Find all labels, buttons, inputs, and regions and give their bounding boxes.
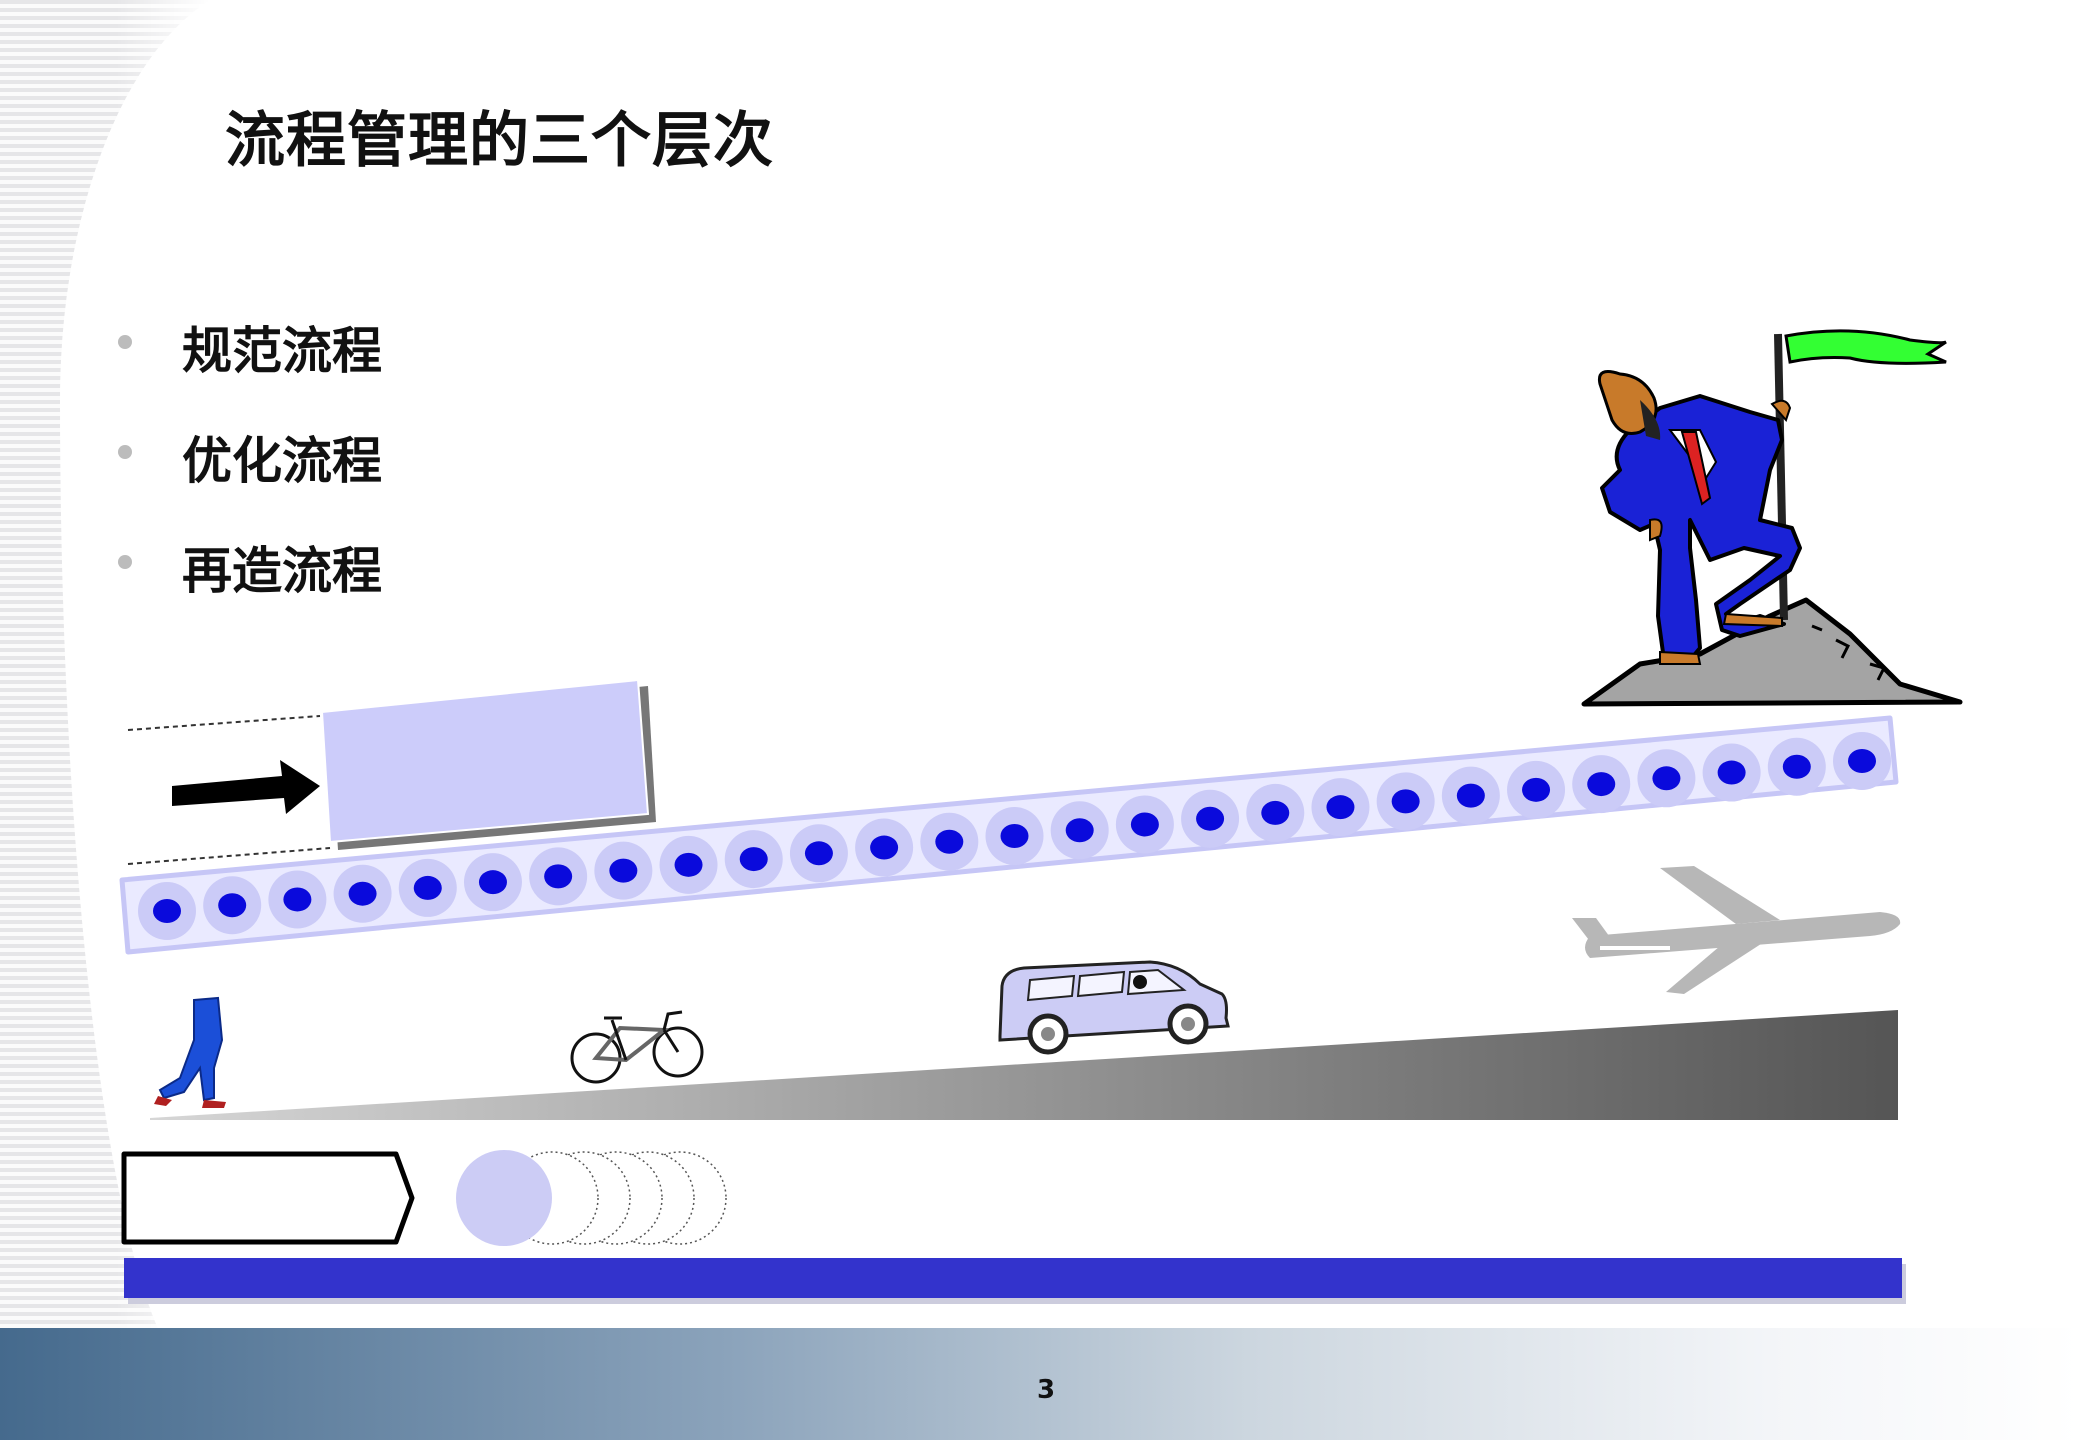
conveyor-roller-center <box>1587 772 1616 797</box>
conveyor-roller-center <box>1782 754 1811 779</box>
conveyor-roller-center <box>870 835 899 860</box>
van-icon <box>998 960 1230 1055</box>
conveyor-roller-center <box>609 858 638 883</box>
arrow-right-icon <box>172 760 320 814</box>
process-box <box>320 678 656 850</box>
left-curve-decoration <box>60 0 420 1380</box>
bullet-dot <box>118 335 132 349</box>
footer-gradient-bar <box>0 1328 2080 1440</box>
conveyor-roller-center <box>1391 789 1420 814</box>
walking-person-icon <box>154 996 226 1108</box>
ramp <box>150 1010 1898 1120</box>
bullet-dot <box>118 445 132 459</box>
conveyor-belt <box>119 715 1899 955</box>
conveyor-roller-center <box>413 875 442 900</box>
conveyor-roller-center <box>218 893 247 918</box>
conveyor-roller-center <box>674 852 703 877</box>
conveyor-roller-center <box>1326 795 1355 820</box>
conveyor-roller-center <box>478 870 507 895</box>
process-chevron-shape <box>121 1151 415 1245</box>
conveyor-roller-center <box>1000 824 1029 848</box>
conveyor-roller-center <box>153 899 181 923</box>
bicycle-icon <box>570 1010 704 1084</box>
conveyor-roller-center <box>283 887 312 912</box>
conveyor-roller-center <box>1522 777 1551 802</box>
bullet-text: 规范流程 <box>182 322 382 380</box>
timeline-bar <box>124 1258 1906 1304</box>
conveyor-roller-center <box>1196 806 1225 831</box>
bullet-dot <box>118 555 132 569</box>
conveyor-roller-center <box>1848 749 1876 773</box>
page-number: 3 <box>1036 1375 1056 1405</box>
conveyor-roller-center <box>1717 760 1746 785</box>
conveyor-roller-center <box>1652 766 1681 791</box>
conveyor-roller-center <box>1130 812 1159 837</box>
conveyor-roller-center <box>739 847 768 872</box>
overlapping-circles <box>456 1150 727 1246</box>
conveyor-roller-center <box>1456 783 1485 808</box>
conveyor-roller-center <box>1065 818 1094 843</box>
conveyor-roller-center <box>544 864 573 889</box>
climber-with-flag-icon <box>1581 329 1963 707</box>
conveyor-roller-center <box>935 829 964 854</box>
slide-title: 流程管理的三个层次 <box>225 106 774 176</box>
airplane-icon <box>1572 866 1901 994</box>
conveyor-roller-center <box>1261 800 1290 825</box>
conveyor-roller-center <box>804 841 833 866</box>
bullet-text: 优化流程 <box>182 432 382 490</box>
dashed-guide-lines <box>127 715 331 865</box>
bullet-text: 再造流程 <box>182 542 382 600</box>
conveyor-rollers <box>138 732 1891 940</box>
conveyor-roller-center <box>348 881 377 906</box>
